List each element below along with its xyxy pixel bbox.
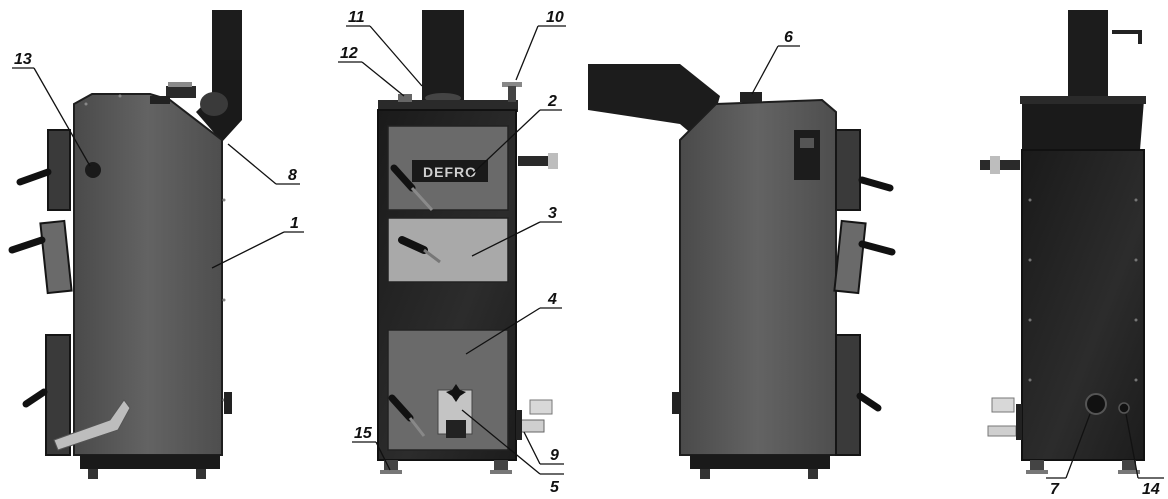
- boiler-right-side-view: [588, 64, 896, 479]
- callout-1: 1: [211, 215, 304, 269]
- svg-text:15: 15: [354, 425, 373, 442]
- callout-labels: 13 8 1 11 12 10: [12, 9, 1164, 498]
- callout-13: 13: [12, 51, 91, 167]
- callout-6: 6: [751, 29, 800, 95]
- svg-text:14: 14: [1142, 481, 1160, 498]
- svg-text:2: 2: [547, 93, 557, 110]
- callout-15: 15: [352, 425, 391, 471]
- svg-text:11: 11: [348, 9, 365, 26]
- svg-text:10: 10: [546, 9, 564, 26]
- boiler-rear-view: [980, 10, 1146, 474]
- svg-text:12: 12: [340, 45, 358, 62]
- callout-2: 2: [469, 93, 562, 177]
- boiler-left-side-view: [8, 10, 242, 479]
- svg-text:9: 9: [550, 447, 559, 464]
- svg-text:7: 7: [1050, 481, 1060, 498]
- svg-text:5: 5: [550, 479, 560, 496]
- brand-plate: DEFRO: [423, 164, 477, 180]
- svg-text:13: 13: [14, 51, 32, 68]
- callout-12: 12: [338, 45, 405, 97]
- callout-10: 10: [515, 9, 566, 81]
- svg-text:3: 3: [548, 205, 557, 222]
- callout-11: 11: [346, 9, 423, 87]
- callout-9: 9: [523, 431, 564, 465]
- callout-7: 7: [1046, 413, 1091, 498]
- callout-5: 5: [461, 409, 564, 496]
- svg-text:4: 4: [547, 291, 557, 308]
- callout-8: 8: [227, 143, 300, 185]
- boiler-front-view: DEFRO: [377, 10, 558, 474]
- callout-14: 14: [1125, 413, 1164, 498]
- callout-3: 3: [471, 205, 562, 257]
- callout-4: 4: [465, 291, 562, 355]
- svg-text:8: 8: [288, 167, 297, 184]
- svg-text:6: 6: [784, 29, 793, 46]
- svg-text:1: 1: [290, 215, 299, 232]
